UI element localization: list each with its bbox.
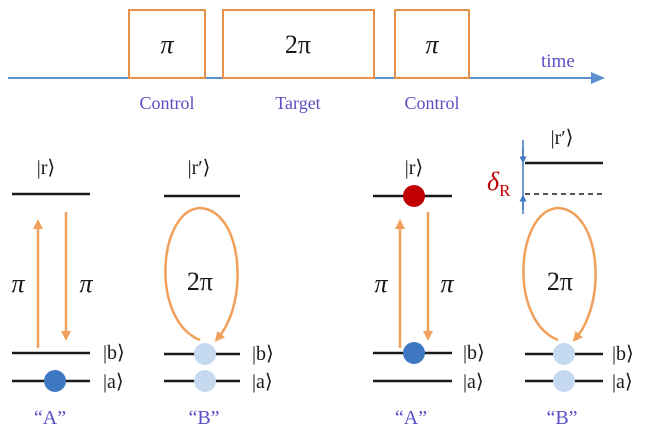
control-pulse-2-symbol: π — [425, 30, 439, 59]
state-b-label: |b⟩ — [252, 343, 274, 365]
atom-rydberg — [403, 185, 425, 207]
state-a-label: |a⟩ — [252, 371, 273, 393]
panel-caption: “A” — [34, 407, 66, 429]
panel-b-left: |r′⟩ 2π |b⟩ |a⟩ “B” — [164, 157, 274, 429]
blockade-shift-label: δR — [487, 167, 511, 200]
state-b-label: |b⟩ — [103, 342, 125, 364]
target-pulse — [222, 9, 375, 79]
atom-superposition-a — [194, 370, 216, 392]
up-pulse-label: π — [11, 269, 25, 298]
two-pi-loop-arrow — [522, 206, 597, 342]
atom-superposition-b — [194, 343, 216, 365]
panel-b-right: |r′⟩ δR 2π |b⟩ |a⟩ “B” — [487, 127, 634, 429]
panel-caption: “B” — [188, 407, 219, 429]
state-r-prime-label: |r′⟩ — [188, 157, 211, 179]
pulse-timeline: time π Control 2π Target π Control — [8, 9, 605, 113]
atom-superposition-a — [553, 370, 575, 392]
atom-in-b — [403, 342, 425, 364]
two-pi-loop-arrow — [164, 206, 239, 342]
control-pulse-1-label: Control — [139, 93, 194, 113]
state-b-label: |b⟩ — [612, 343, 634, 365]
atom-superposition-b — [553, 343, 575, 365]
atom-in-a — [44, 370, 66, 392]
control-pulse-2-label: Control — [404, 93, 459, 113]
state-r-label: |r⟩ — [37, 157, 55, 179]
target-pulse-label: Target — [275, 93, 320, 113]
state-r-prime-label: |r′⟩ — [551, 127, 574, 149]
state-r-label: |r⟩ — [405, 157, 423, 179]
control-pulse-1 — [128, 9, 206, 79]
panel-a-right: |r⟩ π π |b⟩ |a⟩ “A” — [373, 157, 485, 429]
state-a-label: |a⟩ — [103, 371, 124, 393]
panel-a-left: |r⟩ π π |b⟩ |a⟩ “A” — [11, 157, 124, 429]
control-pulse-1-symbol: π — [160, 30, 174, 59]
panel-caption: “A” — [395, 407, 427, 429]
state-a-label: |a⟩ — [463, 371, 484, 393]
down-pulse-label: π — [440, 269, 454, 298]
control-pulse-2 — [394, 9, 470, 79]
up-pulse-label: π — [374, 269, 388, 298]
loop-pulse-label: 2π — [187, 267, 213, 296]
time-axis-label: time — [541, 51, 575, 72]
target-pulse-symbol: 2π — [285, 30, 311, 59]
panel-caption: “B” — [546, 407, 577, 429]
state-a-label: |a⟩ — [612, 371, 633, 393]
state-b-label: |b⟩ — [463, 342, 485, 364]
loop-pulse-label: 2π — [547, 267, 573, 296]
down-pulse-label: π — [79, 269, 93, 298]
